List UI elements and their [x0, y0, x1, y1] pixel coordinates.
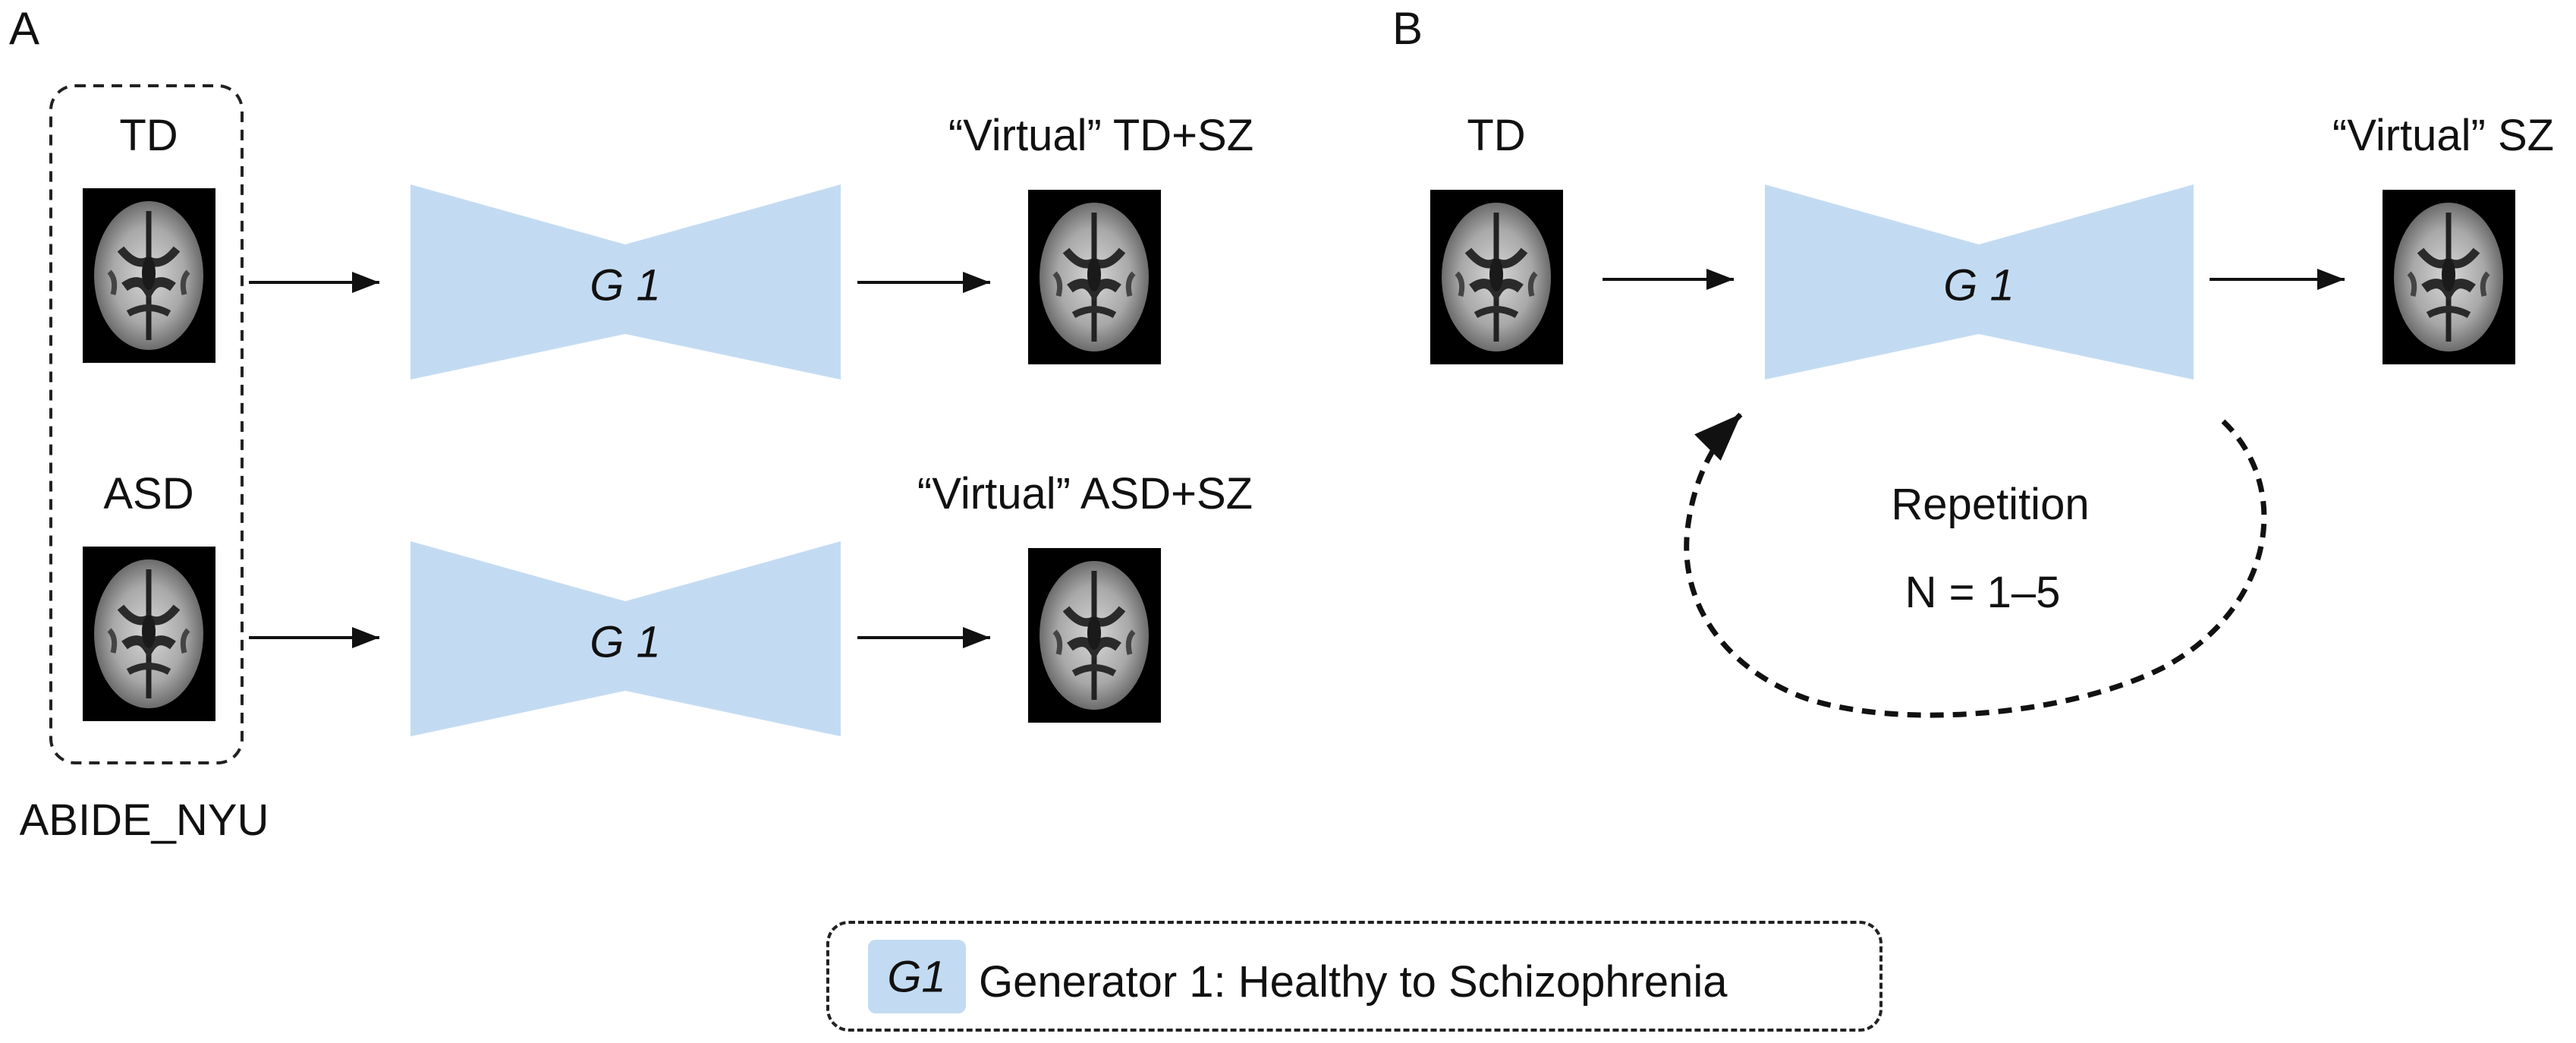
output-label-b: “Virtual” SZ	[2332, 111, 2555, 160]
repetition-loop	[1684, 411, 2267, 718]
brain-scan-b-out	[2383, 190, 2515, 364]
generator-a-bottom	[410, 541, 841, 736]
legend-generator-swatch	[868, 940, 966, 1013]
panel-label-a: A	[9, 3, 40, 54]
generator-b	[1765, 184, 2194, 380]
repetition-label: Repetition	[1891, 480, 2090, 529]
generator-label-b: G 1	[1943, 260, 2015, 310]
legend-box	[826, 921, 1882, 1032]
generator-a-top	[410, 184, 841, 380]
output-label-a-bottom: “Virtual” ASD+SZ	[917, 469, 1253, 518]
repetition-count: N = 1–5	[1904, 568, 2061, 617]
generator-label-a-top: G 1	[590, 260, 661, 310]
group-label-asd: ASD	[103, 469, 194, 518]
brain-scan-a-bottom-out	[1028, 548, 1161, 723]
brain-scan-b-in	[1430, 190, 1563, 364]
group-label-td: TD	[119, 111, 178, 160]
input-label-b: TD	[1467, 111, 1526, 160]
panel-label-b: B	[1392, 3, 1423, 54]
legend-generator-symbol: G1	[887, 952, 946, 1002]
brain-scan-a-top-out	[1028, 190, 1161, 364]
abide-nyu-bracket	[49, 84, 244, 764]
brain-scan-a-bottom-in	[83, 547, 215, 721]
output-label-a-top: “Virtual” TD+SZ	[948, 111, 1254, 160]
dataset-label: ABIDE_NYU	[19, 796, 269, 845]
brain-mri-icon	[83, 188, 215, 363]
generator-label-a-bottom: G 1	[590, 617, 661, 667]
legend-text: Generator 1: Healthy to Schizophrenia	[979, 957, 1728, 1007]
